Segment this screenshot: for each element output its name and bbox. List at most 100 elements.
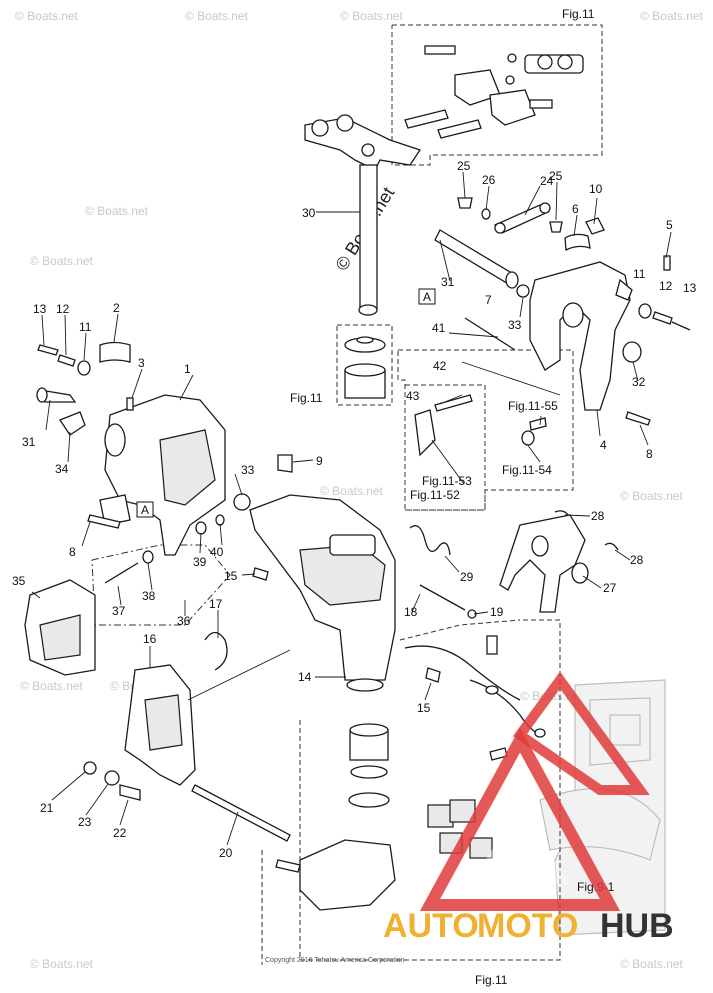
logo-auto: AUTO [383, 907, 479, 945]
part-20-shaft [83, 761, 291, 842]
label-39: 39 [193, 555, 207, 569]
label-42: 42 [433, 359, 447, 373]
logo-moto: MOTO [477, 907, 578, 945]
copyright-text: Copyright 2016 Tohatsu America Corporati… [265, 957, 405, 964]
label-11-right: 11 [633, 267, 646, 281]
label-1: 1 [184, 362, 191, 376]
fig-11-55: Fig.11-55 [508, 399, 558, 413]
label-8-left: 8 [69, 545, 76, 559]
reference-a-boxes: A A [136, 288, 436, 518]
label-34: 34 [55, 462, 69, 476]
label-32: 32 [632, 375, 646, 389]
label-16: 16 [143, 632, 157, 646]
label-13-left: 13 [33, 302, 47, 316]
label-3: 3 [138, 356, 145, 370]
fig-11-left: Fig.11 [290, 391, 323, 405]
figure-references: Fig.11 Fig.11 Fig.11 Fig.11-55 Fig.11-54… [290, 7, 615, 987]
label-9: 9 [316, 454, 323, 468]
label-17: 17 [209, 597, 223, 611]
label-37: 37 [112, 604, 126, 618]
label-6: 6 [572, 202, 579, 216]
part-16-support-bracket [124, 664, 196, 786]
label-10: 10 [589, 182, 603, 196]
watermark: © Boats.net [340, 9, 404, 23]
part-27-tilt-lock [499, 514, 589, 613]
leader-lines [31, 171, 672, 846]
ghost-lower-unit [539, 679, 666, 936]
ref-a-right: A [423, 290, 431, 304]
watermark: © Boats.net [640, 9, 704, 23]
label-30: 30 [302, 206, 316, 220]
label-19: 19 [490, 605, 504, 619]
label-21: 21 [40, 801, 54, 815]
label-38: 38 [142, 589, 156, 603]
watermark: © Boats.net [85, 204, 149, 218]
watermark: © Boats.net [15, 9, 79, 23]
watermark: © Boats.net [620, 957, 684, 971]
part-1-clamp-bracket-left [99, 394, 226, 556]
label-26: 26 [482, 173, 496, 187]
label-33-left: 33 [241, 463, 255, 477]
label-31-right: 31 [441, 275, 455, 289]
label-8-right: 8 [646, 447, 653, 461]
fig-11-53: Fig.11-53 [422, 474, 472, 488]
part-35-tilt-handle [24, 579, 96, 676]
watermark: © Boats.net [320, 484, 384, 498]
ref-a-left: A [141, 503, 149, 517]
label-13-right: 13 [683, 281, 697, 295]
label-15-left: 15 [224, 569, 238, 583]
bushings-lower [348, 723, 390, 808]
label-20: 20 [219, 846, 233, 860]
fig-11-52: Fig.11-52 [410, 488, 460, 502]
label-14: 14 [298, 670, 312, 684]
label-31-left: 31 [22, 435, 36, 449]
label-33-right: 33 [508, 318, 522, 332]
fig-11-54: Fig.11-54 [502, 463, 552, 477]
part-24-link [493, 202, 551, 234]
watermark: © Boats.net [30, 254, 94, 268]
part-14-swivel-bracket [249, 494, 396, 692]
fig-11-bottom: Fig.11 [475, 973, 508, 987]
part-31-tilt-tubes [36, 229, 519, 403]
label-22: 22 [113, 826, 127, 840]
part-43-spring [414, 394, 547, 457]
label-7: 7 [485, 293, 492, 307]
label-11-left: 11 [79, 320, 92, 334]
part-labels: 1 2 3 4 5 6 7 8 8 9 10 11 11 12 12 13 13… [12, 159, 697, 860]
label-23: 23 [78, 815, 92, 829]
label-40: 40 [210, 545, 224, 559]
watermark: © Boats.net [185, 9, 249, 23]
automotohub-logo: AUTO MOTO HUB [383, 671, 674, 945]
label-29: 29 [460, 570, 474, 584]
bushings-upper [344, 336, 386, 399]
label-28-top: 28 [591, 509, 605, 523]
logo-hub: HUB [600, 907, 674, 945]
label-12-left: 12 [56, 302, 70, 316]
label-24: 24 [540, 174, 554, 188]
label-28-bottom: 28 [630, 553, 644, 567]
label-12-right: 12 [659, 279, 673, 293]
label-2: 2 [113, 301, 120, 315]
watermark: © Boats.net [30, 957, 94, 971]
label-5: 5 [666, 218, 673, 232]
label-43: 43 [406, 389, 420, 403]
part-4-clamp-bracket-right [529, 261, 633, 411]
watermark: © Boats.net [620, 489, 684, 503]
fig-11-top: Fig.11 [562, 7, 595, 21]
label-25-left: 25 [457, 159, 471, 173]
part-30-steering-shaft [304, 114, 422, 316]
label-27: 27 [603, 581, 617, 595]
part-7-rod [464, 317, 516, 351]
label-35: 35 [12, 574, 26, 588]
label-4: 4 [600, 438, 607, 452]
watermark: © Boats.net [20, 679, 84, 693]
label-41: 41 [432, 321, 446, 335]
fig11-top-assembly [404, 45, 584, 139]
label-18: 18 [404, 605, 418, 619]
label-15-right: 15 [417, 701, 431, 715]
label-25-right: 25 [549, 169, 563, 183]
lower-mount-parts [275, 635, 546, 911]
label-36: 36 [177, 614, 191, 628]
